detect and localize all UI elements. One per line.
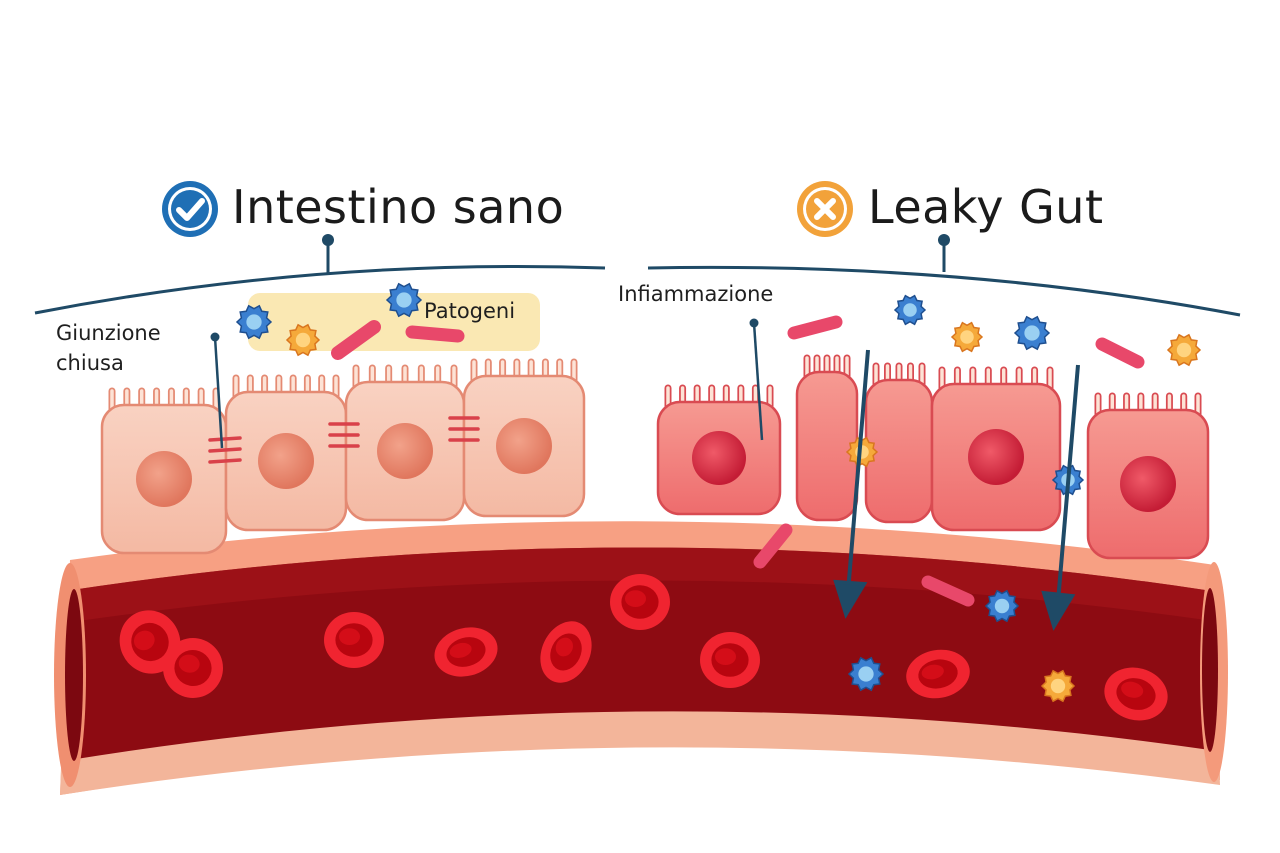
- red-blood-cell: [700, 632, 760, 688]
- leaky-bracket: [647, 265, 1241, 317]
- bacterium: [921, 575, 975, 607]
- arrow-head: [833, 579, 868, 619]
- leaky-gut-title: Leaky Gut: [868, 180, 1104, 234]
- healthy-cell: [344, 364, 466, 522]
- checkmark-glyph: [168, 187, 212, 231]
- red-blood-cells: [119, 574, 1168, 721]
- red-blood-cell: [163, 638, 223, 698]
- cell-body: [795, 370, 859, 522]
- blood-lumen-shade: [72, 547, 1206, 622]
- red-blood-cell: [540, 621, 592, 683]
- tight-junction-label-line2: chiusa: [56, 351, 124, 375]
- red-blood-cell: [434, 627, 498, 677]
- tight-junctions: [208, 416, 480, 464]
- leak-arrow: [1056, 364, 1080, 603]
- red-blood-cell: [324, 612, 384, 668]
- healthy-bracket: [34, 264, 606, 315]
- bacterium: [1095, 337, 1145, 369]
- nucleus: [496, 418, 552, 474]
- arrow-head: [1041, 590, 1076, 631]
- bacteria: [331, 315, 1145, 607]
- red-blood-cell: [1104, 667, 1168, 721]
- red-blood-cell: [906, 649, 970, 699]
- vessel-left-opening: [65, 589, 83, 761]
- virus: [984, 589, 1020, 623]
- bacterium: [405, 325, 465, 343]
- inflamed-cell-left-half: [795, 354, 859, 522]
- pathogens-label: Patogeni: [424, 299, 516, 323]
- virus: [950, 321, 984, 353]
- bacterium: [787, 315, 843, 340]
- virus: [893, 294, 927, 326]
- tight-junction-label-line1: Giunzione: [56, 321, 161, 345]
- virus: [1040, 669, 1076, 703]
- blood-lumen: [70, 547, 1210, 760]
- virus: [1166, 333, 1202, 367]
- leader-dot: [210, 332, 220, 342]
- healthy-gut-title: Intestino sano: [232, 180, 565, 234]
- leak-arrow: [846, 349, 870, 593]
- x-glyph: [803, 187, 847, 231]
- virus: [235, 304, 273, 340]
- nucleus: [968, 429, 1024, 485]
- virus: [385, 282, 423, 318]
- healthy-cell: [462, 358, 586, 518]
- nucleus: [1120, 456, 1176, 512]
- red-blood-cell: [610, 574, 670, 630]
- leak-arrows: [833, 349, 1080, 631]
- nucleus: [377, 423, 433, 479]
- healthy-epithelium: [100, 358, 586, 555]
- leader-dot: [322, 234, 334, 246]
- check-circle-icon: [162, 181, 218, 237]
- bacterium: [331, 320, 381, 360]
- leaky-epithelium: [656, 354, 1210, 560]
- healthy-cell: [100, 387, 228, 555]
- inflamed-cell: [930, 366, 1062, 532]
- virus: [285, 323, 321, 357]
- healthy-cell: [224, 374, 348, 532]
- leader-dot: [749, 318, 759, 328]
- vessel-right-opening: [1202, 588, 1218, 752]
- inflamed-cell: [1086, 392, 1210, 560]
- nucleus: [136, 451, 192, 507]
- nucleus: [692, 431, 746, 485]
- pathogen-highlight: [248, 293, 540, 351]
- virus: [847, 656, 885, 692]
- pathogens-group: [235, 282, 1202, 703]
- bacterium: [753, 523, 793, 569]
- inflamed-cell: [656, 384, 782, 516]
- label-leaders: [213, 322, 764, 449]
- inflamed-cell-right-half: [864, 362, 934, 524]
- nucleus: [258, 433, 314, 489]
- leader-dot: [938, 234, 950, 246]
- x-circle-icon: [797, 181, 853, 237]
- inflammation-label: Infiammazione: [618, 282, 774, 306]
- virus: [1013, 315, 1051, 351]
